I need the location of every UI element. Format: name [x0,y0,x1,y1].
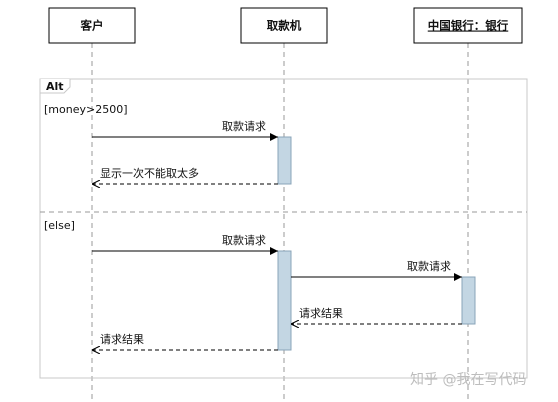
participant-atm-label: 取款机 [267,19,302,33]
alt-fragment-frame [39,78,528,379]
participant-atm[interactable]: 取款机 [240,7,328,44]
alt-operator-label: Alt [46,80,64,93]
participant-customer[interactable]: 客户 [48,7,136,44]
alt-operator-tab [39,79,71,94]
message-label-2: 显示一次不能取太多 [100,166,199,180]
watermark: 知乎 @我在写代码 [410,371,526,388]
message-label-5: 请求结果 [299,307,343,320]
participant-bank[interactable]: 中国银行：银行 [413,7,523,44]
activation-atm-2 [277,250,292,351]
participant-bank-label: 中国银行：银行 [428,19,509,33]
activation-atm-1 [277,136,292,185]
guard-money-condition: [money>2500] [44,103,128,116]
activation-bank-1 [461,276,476,325]
message-label-3: 取款请求 [222,233,266,247]
message-label-6: 请求结果 [100,333,144,346]
guard-else: [else] [44,219,75,232]
message-label-1: 取款请求 [222,119,266,133]
message-label-4: 取款请求 [407,259,451,273]
participant-customer-label: 客户 [80,19,104,33]
